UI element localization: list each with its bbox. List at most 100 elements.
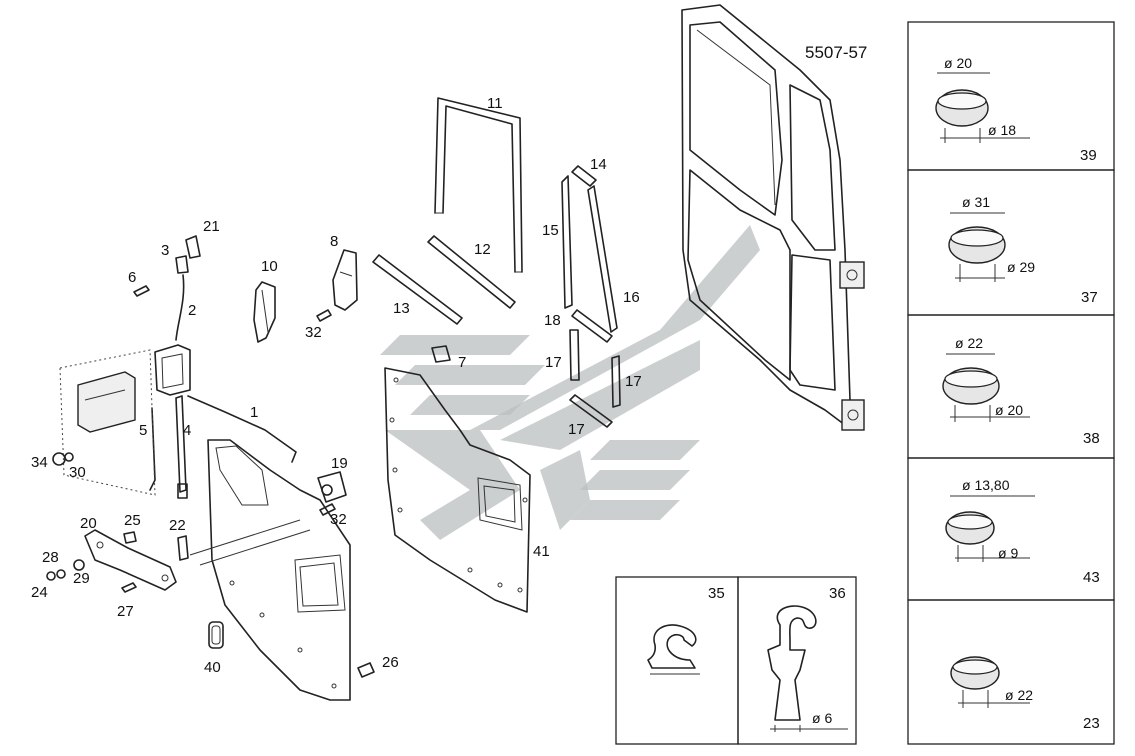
plug-23-number: 23 bbox=[1083, 715, 1100, 732]
part-label-7: 7 bbox=[458, 354, 466, 371]
plug-43-number: 43 bbox=[1083, 569, 1100, 586]
part-label-3: 3 bbox=[161, 242, 169, 259]
part-label-28: 28 bbox=[42, 549, 59, 566]
plug-38-number: 38 bbox=[1083, 430, 1100, 447]
part-label-30: 30 bbox=[69, 464, 86, 481]
plug-43-top-dim: ø 13,80 bbox=[962, 477, 1010, 493]
part-label-20: 20 bbox=[80, 515, 97, 532]
inset-box-36: 36 ø 6 bbox=[737, 576, 857, 745]
strip-17a bbox=[569, 329, 580, 381]
bracket-8 bbox=[332, 249, 358, 311]
lock-body bbox=[154, 344, 191, 396]
guide-rail-16 bbox=[587, 185, 618, 333]
nut-28 bbox=[56, 569, 66, 579]
inset-box-35: 35 bbox=[615, 576, 739, 745]
strip-18 bbox=[571, 309, 613, 343]
strip-17c bbox=[569, 394, 613, 428]
door-inner-structure bbox=[189, 439, 351, 701]
bushing-25 bbox=[123, 531, 137, 544]
plug-panel-39: ø 20 ø 18 39 bbox=[907, 21, 1115, 171]
hinge-pin-22 bbox=[177, 535, 189, 561]
part-label-10: 10 bbox=[261, 258, 278, 275]
part-label-19: 19 bbox=[331, 455, 348, 472]
cab-side-frame bbox=[681, 4, 865, 431]
part-label-17c: 17 bbox=[568, 421, 585, 438]
plug-39-top-dim: ø 20 bbox=[944, 55, 972, 71]
part-label-21: 21 bbox=[203, 218, 220, 235]
plug-panel-37: ø 31 ø 29 37 bbox=[907, 169, 1115, 316]
part-label-32-lower: 32 bbox=[330, 511, 347, 528]
seal-strip-12 bbox=[427, 235, 516, 309]
part-label-5: 5 bbox=[139, 422, 147, 439]
washer-29 bbox=[73, 559, 85, 571]
plug-39-number: 39 bbox=[1080, 147, 1097, 164]
striker-19 bbox=[317, 471, 347, 503]
part-labels: 1 2 3 4 5 6 7 8 10 11 12 13 14 15 16 17 … bbox=[31, 95, 642, 676]
part-label-6: 6 bbox=[128, 269, 136, 286]
inset-36-number: 36 bbox=[829, 585, 846, 602]
part-label-12: 12 bbox=[474, 241, 491, 258]
washer-30 bbox=[64, 452, 74, 462]
part-label-22: 22 bbox=[169, 517, 186, 534]
grommet-40 bbox=[208, 621, 224, 649]
part-label-25: 25 bbox=[124, 512, 141, 529]
plug-39-bottom-dim: ø 18 bbox=[988, 122, 1016, 138]
clip-7 bbox=[431, 345, 451, 363]
part-label-17b: 17 bbox=[625, 373, 642, 390]
plug-panel-38: ø 22 ø 20 38 bbox=[907, 314, 1115, 459]
plug-panel-23: ø 22 23 bbox=[907, 599, 1115, 745]
part-label-8: 8 bbox=[330, 233, 338, 250]
part-label-13: 13 bbox=[393, 300, 410, 317]
plug-38-top-dim: ø 22 bbox=[955, 335, 983, 351]
plug-panel-43: ø 13,80 ø 9 43 bbox=[907, 457, 1115, 601]
clip-21 bbox=[185, 235, 201, 259]
plug-37-bottom-dim: ø 29 bbox=[1007, 259, 1035, 275]
rod-5 bbox=[149, 407, 156, 491]
part-label-41: 41 bbox=[533, 543, 550, 560]
bracket-10 bbox=[253, 281, 276, 343]
part-label-26: 26 bbox=[382, 654, 399, 671]
inset-35-number: 35 bbox=[708, 585, 725, 602]
inset-36-dimension: ø 6 bbox=[812, 710, 832, 726]
seal-strip-13 bbox=[372, 254, 463, 325]
part-label-16: 16 bbox=[623, 289, 640, 306]
rod-1 bbox=[187, 395, 297, 463]
part-label-29: 29 bbox=[73, 570, 90, 587]
window-channel-frame bbox=[434, 97, 523, 273]
part-label-18: 18 bbox=[544, 312, 561, 329]
watermark-logo bbox=[380, 225, 760, 540]
part-label-40: 40 bbox=[204, 659, 221, 676]
part-label-17a: 17 bbox=[545, 354, 562, 371]
door-trim-panel-41 bbox=[384, 367, 531, 613]
part-label-24: 24 bbox=[31, 584, 48, 601]
part-label-2: 2 bbox=[188, 302, 196, 319]
bracket-20 bbox=[84, 529, 177, 591]
inner-handle-cover bbox=[59, 349, 156, 496]
guide-rail-15 bbox=[561, 175, 573, 309]
part-label-4: 4 bbox=[183, 422, 191, 439]
part-label-1: 1 bbox=[250, 404, 258, 421]
clip-3 bbox=[175, 255, 189, 274]
diagram-code: 5507-57 bbox=[805, 43, 867, 62]
screw-32-upper bbox=[316, 309, 332, 322]
screw-24 bbox=[46, 571, 56, 581]
screw-6 bbox=[133, 285, 150, 297]
part-label-11: 11 bbox=[487, 95, 503, 112]
plug-23-bottom-dim: ø 22 bbox=[1005, 687, 1033, 703]
part-label-34: 34 bbox=[31, 454, 48, 471]
screw-27 bbox=[121, 582, 137, 593]
plug-26 bbox=[357, 662, 375, 678]
strip-17b bbox=[611, 355, 621, 408]
part-label-27: 27 bbox=[117, 603, 134, 620]
rod-2 bbox=[175, 274, 185, 341]
rod-4 bbox=[175, 395, 188, 499]
clip-14 bbox=[571, 165, 597, 187]
part-label-32-upper: 32 bbox=[305, 324, 322, 341]
part-label-14: 14 bbox=[590, 156, 607, 173]
plug-43-bottom-dim: ø 9 bbox=[998, 545, 1018, 561]
plug-37-top-dim: ø 31 bbox=[962, 194, 990, 210]
plug-37-number: 37 bbox=[1081, 289, 1098, 306]
screw-32-lower bbox=[319, 503, 336, 516]
plug-38-bottom-dim: ø 20 bbox=[995, 402, 1023, 418]
